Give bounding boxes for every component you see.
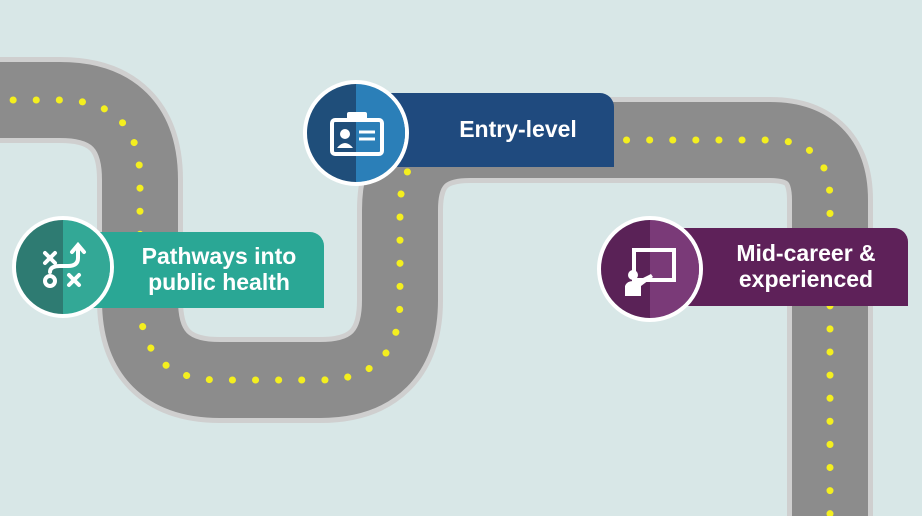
mid-label-text: Mid-career & experienced (736, 240, 876, 292)
entry-label-text: Entry-level (459, 116, 577, 143)
pathways-label-text: Pathways into public health (141, 243, 297, 295)
pathways-badge (12, 216, 114, 318)
entry-badge (303, 80, 409, 186)
lane-dots (0, 96, 834, 516)
id-badge-icon (307, 84, 405, 182)
strategy-icon (16, 220, 110, 314)
entry-label: Entry-level (366, 93, 614, 167)
pathways-label: Pathways into public health (88, 232, 324, 308)
presenter-icon (601, 220, 699, 318)
mid-badge (597, 216, 703, 322)
